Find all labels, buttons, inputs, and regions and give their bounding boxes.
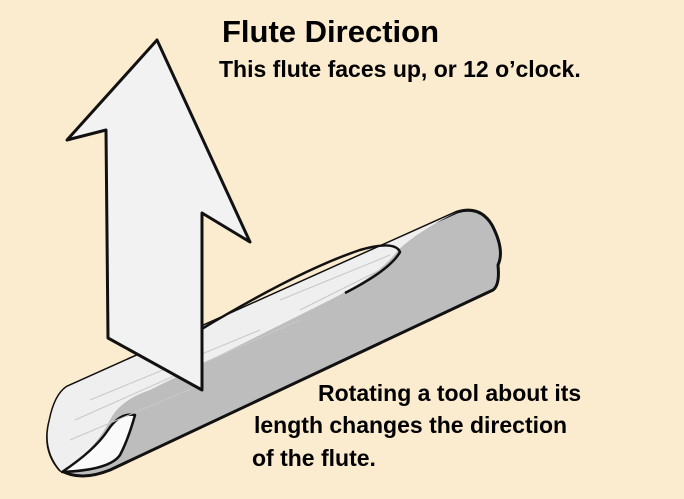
flute-face (47, 212, 457, 472)
direction-arrow (65, 38, 252, 392)
caption-line-2: length changes the direction (254, 412, 568, 438)
caption-line-1: Rotating a tool about its (318, 380, 582, 406)
diagram-title: Flute Direction (222, 14, 440, 49)
tool-end-face (60, 413, 137, 474)
caption-line-3: of the flute. (252, 445, 376, 471)
tool-body (46, 208, 502, 478)
diagram-subtitle: This flute faces up, or 12 o’clock. (219, 56, 581, 82)
